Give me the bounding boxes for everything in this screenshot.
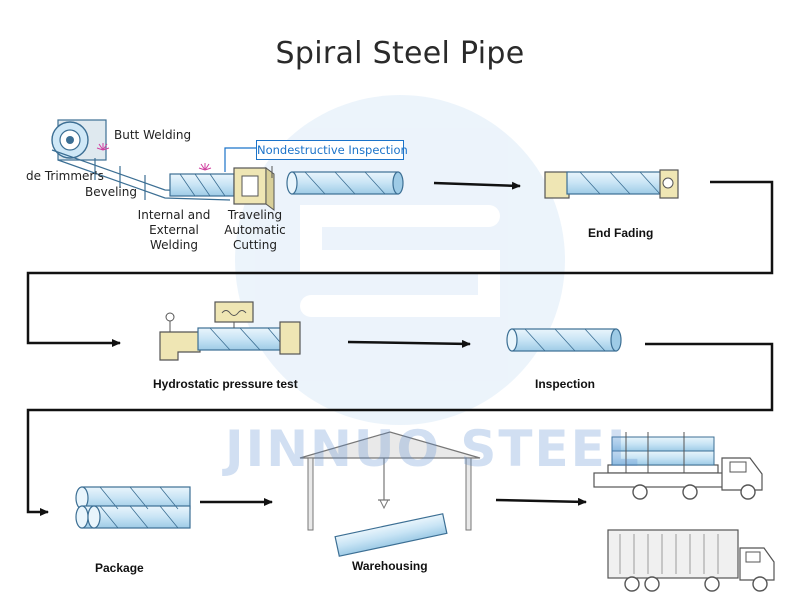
label-warehousing: Warehousing [352,559,428,573]
label-hydrostatic-test: Hydrostatic pressure test [153,377,298,391]
pipe-inspection [506,328,622,352]
welding-sparks [96,143,212,171]
label-end-fading: End Fading [588,226,654,240]
connector-row1-to-row2 [26,180,774,347]
coil-machine [51,119,107,161]
label-traveling-cutting: Traveling Automatic Cutting [224,208,286,252]
diagram-title: Spiral Steel Pipe [275,36,525,71]
pipe-bundle [75,486,191,529]
pipe-output-1 [286,171,404,195]
flow-connectors [26,180,774,516]
label-edge-trimmer: de Trimmer's [26,169,104,183]
arrow-to-end-fading [433,181,521,190]
cutting-machine [233,167,275,211]
label-internal-external-welding: Internal and External Welding [137,208,211,252]
arrow-to-inspection [347,339,471,348]
label-package: Package [95,561,144,575]
end-fading-machine [544,169,679,199]
watermark-text: JINNUO STEEL [225,420,641,478]
label-beveling: Beveling [85,185,137,199]
connector-row2-to-row3 [26,342,774,516]
forming-pipe [169,173,235,197]
nd-pointer [224,147,256,172]
flatbed-truck [593,432,763,500]
label-nondestructive-inspection: Nondestructive Inspection [256,140,408,160]
arrow-to-shipping [495,497,587,506]
label-inspection: Inspection [535,377,596,391]
label-butt-welding: Butt Welding [114,128,192,142]
hydrostatic-machine [159,301,301,361]
warehouse [299,431,481,557]
container-truck [607,529,775,592]
